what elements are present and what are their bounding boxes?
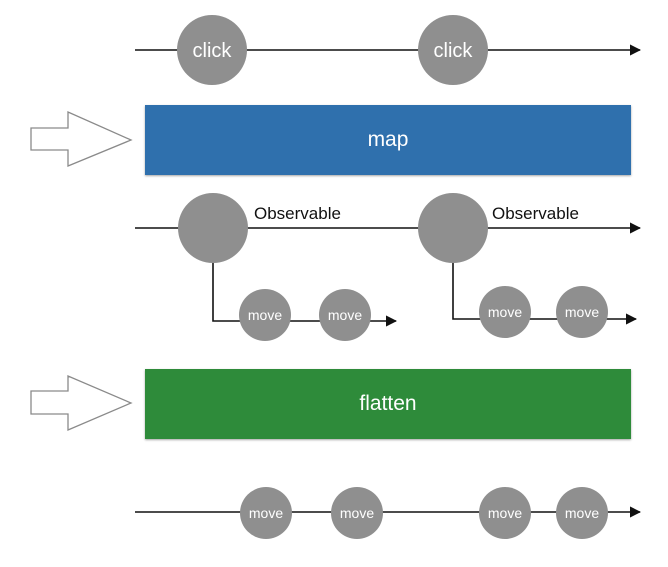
observable-label: Observable [492, 204, 579, 223]
map-operator-label: map [367, 128, 409, 151]
observable-marble [178, 193, 248, 263]
click-marble: click [177, 15, 247, 85]
move-marble: move [479, 487, 531, 539]
move-marble: move [479, 286, 531, 338]
move-marble-label: move [565, 304, 599, 320]
click-marble-label: click [193, 40, 233, 62]
move-marble-label: move [328, 307, 362, 323]
map-operator-box: map [145, 105, 631, 175]
move-marble: move [556, 286, 608, 338]
move-marble: move [556, 487, 608, 539]
move-marble-label: move [248, 307, 282, 323]
observable-label: Observable [254, 204, 341, 223]
move-marble-label: move [249, 505, 283, 521]
move-marble-label: move [565, 505, 599, 521]
move-marble: move [240, 487, 292, 539]
hollow-right-arrow-icon [30, 375, 133, 431]
move-marble-label: move [488, 304, 522, 320]
move-marble: move [239, 289, 291, 341]
observable-marble [418, 193, 488, 263]
flatten-operator-box: flatten [145, 369, 631, 439]
move-marble-label: move [340, 505, 374, 521]
click-marble: click [418, 15, 488, 85]
move-marble: move [319, 289, 371, 341]
flatten-operator-label: flatten [359, 392, 417, 415]
move-marble-label: move [488, 505, 522, 521]
move-marble: move [331, 487, 383, 539]
click-marble-label: click [434, 40, 474, 62]
hollow-right-arrow-icon [30, 110, 133, 167]
